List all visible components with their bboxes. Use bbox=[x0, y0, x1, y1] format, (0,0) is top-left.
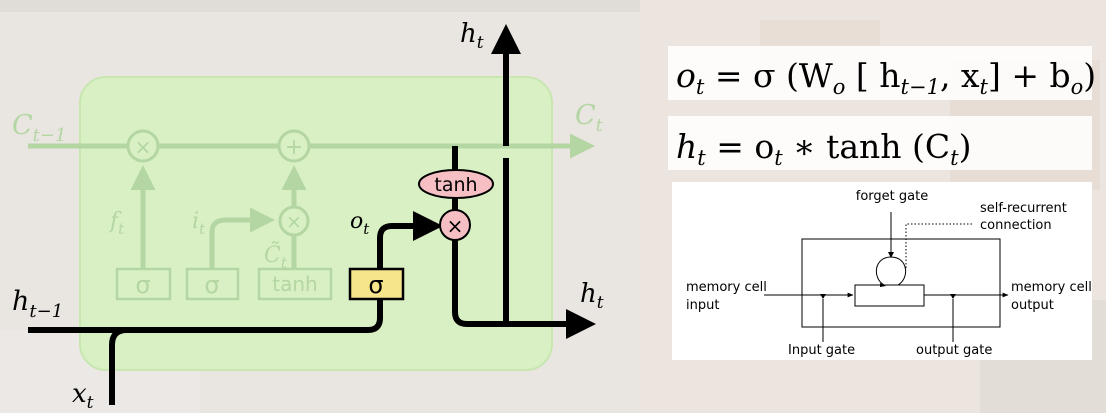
label-c-tilde: C̃t bbox=[264, 242, 288, 272]
formula-output-gate-bg bbox=[668, 46, 1092, 100]
input-sigma-label: σ bbox=[204, 271, 219, 299]
label-h-prev: ht−1 bbox=[12, 286, 63, 322]
forget-multiply-symbol: × bbox=[135, 135, 152, 159]
memory-block bbox=[801, 238, 1001, 328]
formula-output-gate: ot = σ (Wo [ ht−1, xt] + bo) bbox=[676, 56, 1096, 99]
label-self-recurrent-1: self-recurrent bbox=[980, 201, 1067, 216]
output-multiply-symbol: × bbox=[447, 214, 464, 238]
svg-text:ot = σ (Wo [ ht−1, xt] + bo: ot = σ (Wo [ ht−1, xt] + bo) bbox=[676, 56, 1096, 99]
self-recurrent-pointer bbox=[905, 223, 974, 268]
label-memory-cell-input-2: input bbox=[686, 298, 719, 313]
output-tanh-label: tanh bbox=[434, 174, 477, 196]
output-sigma-box bbox=[348, 267, 405, 301]
label-c-prev: Ct−1 bbox=[12, 110, 66, 146]
label-c-t: Ct bbox=[575, 100, 604, 136]
input-multiply-node bbox=[278, 205, 310, 237]
input-gate-line bbox=[209, 207, 275, 268]
input-sigma-box bbox=[185, 267, 240, 301]
output-sigma-label: σ bbox=[368, 271, 383, 299]
hidden-input-path bbox=[28, 300, 383, 333]
memory-cell bbox=[854, 284, 925, 307]
forget-sigma-label: σ bbox=[135, 271, 150, 299]
label-memory-cell-output-1: memory cell bbox=[1011, 280, 1092, 295]
svg-text:ht = ot ∗ tanh (Ct): ht = ot ∗ tanh (Ct) bbox=[676, 127, 971, 170]
label-input-gate: Input gate bbox=[788, 343, 855, 358]
label-x-t: xt bbox=[72, 379, 94, 413]
loop-arrowhead bbox=[880, 283, 886, 287]
formula-hidden-state-bg bbox=[668, 116, 1092, 170]
x-input-path bbox=[109, 327, 128, 405]
memory-cell-diagram: forget gate self-recurrent connection me… bbox=[672, 182, 1092, 360]
label-output-gate: output gate bbox=[916, 343, 992, 358]
output-gate-path bbox=[377, 211, 443, 268]
input-gate-marker bbox=[820, 294, 826, 299]
label-forget-gate: forget gate bbox=[856, 189, 928, 204]
label-o-t: ot bbox=[350, 209, 370, 238]
label-h-t-top: ht bbox=[460, 19, 484, 53]
formula-hidden-state: ht = ot ∗ tanh (Ct) bbox=[676, 127, 971, 170]
label-h-t-right: ht bbox=[580, 279, 604, 313]
candidate-tanh-box bbox=[257, 267, 333, 301]
label-memory-cell-input-1: memory cell bbox=[686, 280, 767, 295]
hidden-output-path bbox=[452, 240, 596, 339]
self-recurrent-loop bbox=[875, 256, 907, 286]
label-self-recurrent-2: connection bbox=[980, 218, 1052, 233]
candidate-tanh-label: tanh bbox=[272, 272, 317, 296]
forget-multiply-node bbox=[126, 129, 160, 163]
cell-add-node bbox=[277, 129, 311, 163]
label-i-t: it bbox=[192, 209, 206, 238]
memory-cell-diagram-svg: forget gate self-recurrent connection me… bbox=[686, 189, 1092, 358]
input-multiply-symbol: × bbox=[286, 211, 302, 233]
forget-sigma-box bbox=[115, 267, 172, 301]
output-gate-marker bbox=[950, 294, 956, 299]
forget-gate-marker bbox=[888, 252, 894, 258]
label-memory-cell-output-2: output bbox=[1011, 298, 1054, 313]
output-tanh-node bbox=[418, 169, 494, 199]
cell-add-symbol: + bbox=[285, 135, 303, 160]
output-multiply-node bbox=[439, 209, 471, 241]
